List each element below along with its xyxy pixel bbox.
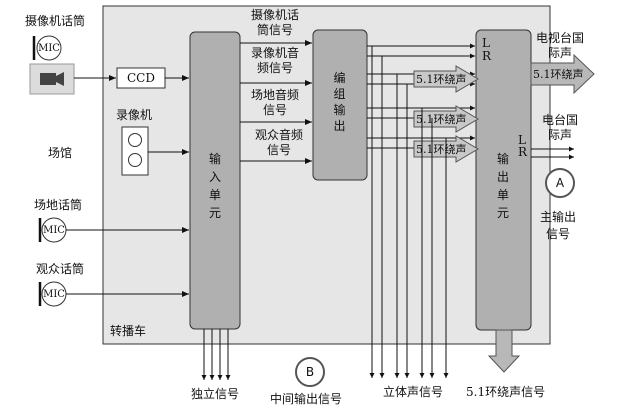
independent-label: 独立信号	[191, 387, 240, 401]
output-lr: L R	[482, 36, 492, 63]
recorder-label: 录像机	[116, 108, 153, 122]
field-mic-label: 场地话筒	[34, 198, 83, 212]
circle-b	[295, 357, 325, 387]
surround-arrow-2	[413, 105, 479, 133]
sig-cam-mic: 摄像机话筒信号	[250, 8, 299, 37]
surround-out-label: 5.1环绕声信号	[466, 385, 546, 399]
circle-a-letter: A	[555, 176, 565, 190]
edit-output-box	[312, 29, 368, 181]
tv-intl-label: 电视台国际声	[535, 31, 584, 60]
input-unit-label: 输入单元	[208, 152, 221, 220]
surround-label-3: 5.1环绕声	[416, 143, 467, 156]
tv-surround-label: 5.1环绕声	[533, 68, 584, 81]
camera-mic-text: MIC	[38, 43, 60, 54]
surround-label-1: 5.1环绕声	[416, 73, 467, 86]
truck-label: 转播车	[110, 324, 147, 338]
input-unit-box	[189, 31, 241, 330]
surround-label-2: 5.1环绕声	[416, 113, 467, 126]
sig-field: 场地音频信号	[250, 88, 299, 117]
audience-mic-text: MIC	[43, 289, 65, 300]
surround-arrow-1	[413, 65, 479, 93]
sig-recorder: 录像机音频信号	[250, 46, 299, 75]
venue-label: 场馆	[48, 146, 73, 160]
audience-mic-label: 观众话筒	[36, 262, 85, 276]
intermediate-label: 中间输出信号	[270, 392, 343, 406]
sig-audience: 观众音频信号	[254, 128, 303, 157]
radio-intl-label: 电台国际声	[541, 113, 578, 142]
ccd-label: CCD	[127, 71, 155, 85]
surround-out-arrow	[487, 329, 521, 373]
audience-mic-icon	[38, 281, 67, 307]
camera-icon	[29, 63, 75, 95]
main-out-label: 主输出信号	[539, 210, 576, 241]
edit-output-label: 编组输出	[333, 71, 346, 133]
output-unit-label: 输出单元	[496, 152, 509, 220]
recorder-reel-top	[128, 133, 142, 147]
radio-lr: L R	[518, 133, 528, 159]
stereo-label: 立体声信号	[383, 385, 444, 399]
recorder-reel-bottom	[128, 153, 142, 167]
camera-mic-icon	[32, 35, 62, 61]
camera-mic-label: 摄像机话筒	[25, 14, 86, 28]
field-mic-text: MIC	[43, 225, 65, 236]
circle-b-letter: B	[305, 365, 315, 379]
tv-intl-arrow	[530, 53, 595, 95]
circle-a	[545, 168, 575, 198]
